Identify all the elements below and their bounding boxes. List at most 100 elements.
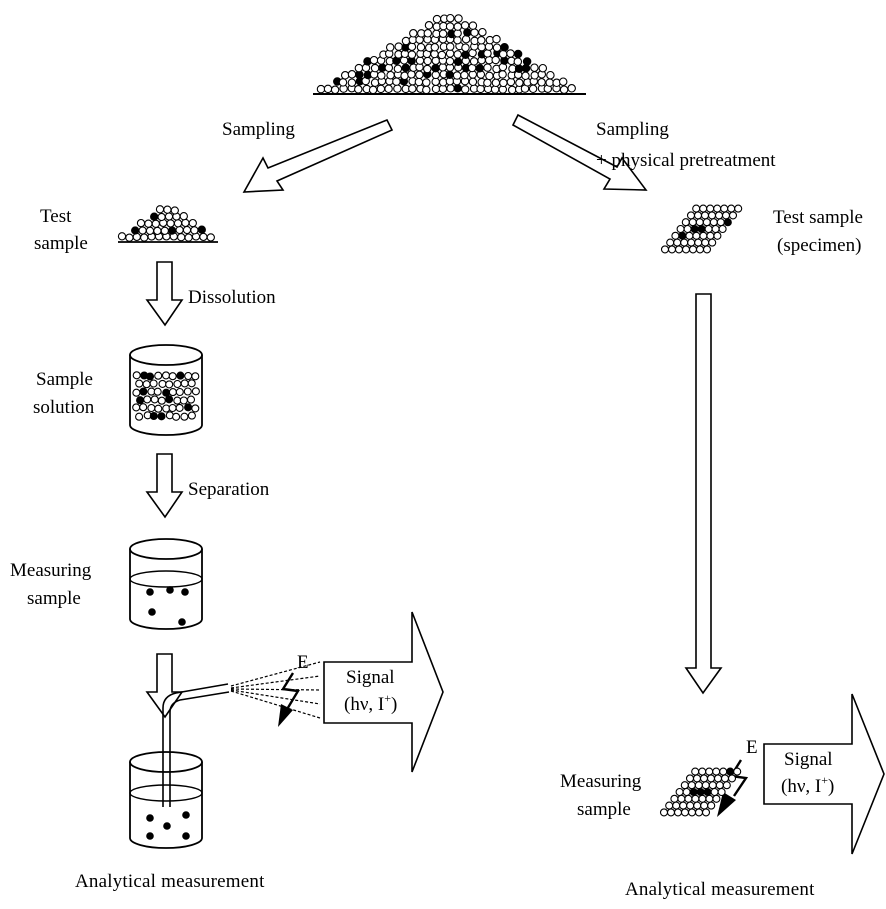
matrix-particle	[686, 801, 695, 810]
matrix-particle	[666, 238, 675, 247]
matrix-particle	[515, 78, 524, 88]
matrix-particle	[499, 78, 508, 88]
analyte-particle	[176, 371, 185, 380]
matrix-particle	[138, 226, 147, 235]
matrix-particle	[453, 35, 462, 45]
matrix-particle	[415, 70, 424, 80]
matrix-particle	[713, 204, 722, 213]
matrix-particle	[707, 801, 716, 810]
matrix-particle	[181, 218, 190, 228]
analyte-particle	[703, 787, 712, 797]
matrix-particle	[191, 372, 200, 381]
matrix-particle	[706, 231, 715, 240]
matrix-particle	[191, 387, 200, 396]
analyte-particle	[157, 412, 166, 421]
matrix-particle	[175, 225, 184, 235]
analyte-particle	[514, 64, 524, 74]
matrix-particle	[671, 231, 680, 240]
matrix-particle	[144, 219, 153, 228]
matrix-particle	[699, 204, 708, 213]
analyte-particle	[690, 224, 699, 234]
sample-solution-label-line2: solution	[33, 397, 95, 418]
matrix-particle	[168, 372, 177, 381]
matrix-particle	[727, 204, 736, 213]
matrix-particle	[166, 219, 175, 228]
matrix-particle	[720, 204, 729, 213]
matrix-particle	[710, 787, 719, 797]
matrix-particle	[722, 781, 731, 790]
matrix-particle	[438, 78, 448, 87]
matrix-particle	[698, 794, 707, 803]
matrix-particle	[179, 212, 188, 221]
matrix-particle	[438, 29, 448, 38]
matrix-particle	[149, 379, 158, 388]
analyte-particle	[463, 28, 472, 37]
matrix-particle	[323, 84, 333, 94]
matrix-particle	[445, 42, 455, 51]
analyte-particle	[697, 224, 706, 234]
matrix-particle	[393, 84, 402, 93]
matrix-particle	[699, 774, 709, 783]
matrix-particle	[135, 412, 144, 421]
matrix-particle	[401, 36, 411, 46]
analyte-particle	[461, 50, 470, 59]
matrix-particle	[445, 56, 455, 66]
test-specimen-rhombus	[660, 204, 743, 254]
matrix-particle	[498, 70, 507, 79]
matrix-particle	[199, 232, 208, 242]
test-sample-label-line1: Test	[40, 206, 72, 227]
matrix-particle	[461, 34, 471, 44]
matrix-particle	[530, 71, 539, 80]
matrix-particle	[400, 71, 409, 81]
matrix-particle	[157, 212, 166, 222]
matrix-particle	[546, 70, 555, 80]
matrix-particle	[706, 204, 715, 213]
matrix-particle	[446, 84, 455, 93]
analyte-particle	[162, 388, 171, 397]
matrix-particle	[453, 22, 463, 31]
matrix-particle	[422, 78, 431, 87]
matrix-particle	[154, 404, 163, 413]
matrix-particle	[701, 781, 710, 790]
matrix-particle	[491, 55, 500, 65]
matrix-particle	[476, 84, 485, 94]
matrix-particle	[175, 387, 184, 397]
matrix-particle	[161, 371, 171, 380]
matrix-particle	[528, 84, 538, 94]
signal-label-line1-left: Signal	[346, 667, 395, 688]
test-sample-particles	[117, 205, 215, 242]
pretreatment-label: + physical pretreatment	[596, 150, 776, 171]
matrix-particle	[492, 34, 501, 44]
analyte-particle	[145, 372, 155, 381]
matrix-particle	[422, 85, 431, 95]
matrix-particle	[330, 85, 340, 95]
matrix-particle	[187, 379, 196, 388]
matrix-particle	[132, 403, 141, 412]
matrix-particle	[453, 50, 462, 59]
matrix-particle	[692, 774, 702, 783]
test-specimen-label-line1: Test sample	[773, 207, 863, 228]
matrix-particle	[139, 403, 148, 412]
matrix-particle	[714, 211, 724, 220]
matrix-particle	[537, 78, 546, 87]
matrix-particle	[567, 84, 576, 93]
separation-label: Separation	[188, 479, 270, 500]
signal-label-line1-right: Signal	[784, 749, 833, 770]
matrix-particle	[461, 43, 470, 52]
measuring-sample-label-line2: sample	[27, 588, 81, 609]
matrix-particle	[206, 233, 215, 242]
matrix-particle	[506, 77, 516, 87]
matrix-particle	[468, 21, 478, 30]
matrix-particle	[702, 245, 712, 254]
analytical-measurement-caption-right: Analytical measurement	[625, 879, 815, 900]
matrix-particle	[180, 412, 189, 421]
matrix-particle	[437, 50, 447, 60]
signal-arrow-right: Signal (hν, I+)	[763, 693, 885, 855]
matrix-particle	[354, 85, 363, 94]
matrix-particle	[191, 404, 200, 413]
matrix-particle	[702, 218, 711, 227]
matrix-particle	[688, 218, 697, 227]
matrix-particle	[498, 49, 508, 59]
matrix-particle	[173, 379, 182, 389]
matrix-particle	[168, 388, 177, 397]
